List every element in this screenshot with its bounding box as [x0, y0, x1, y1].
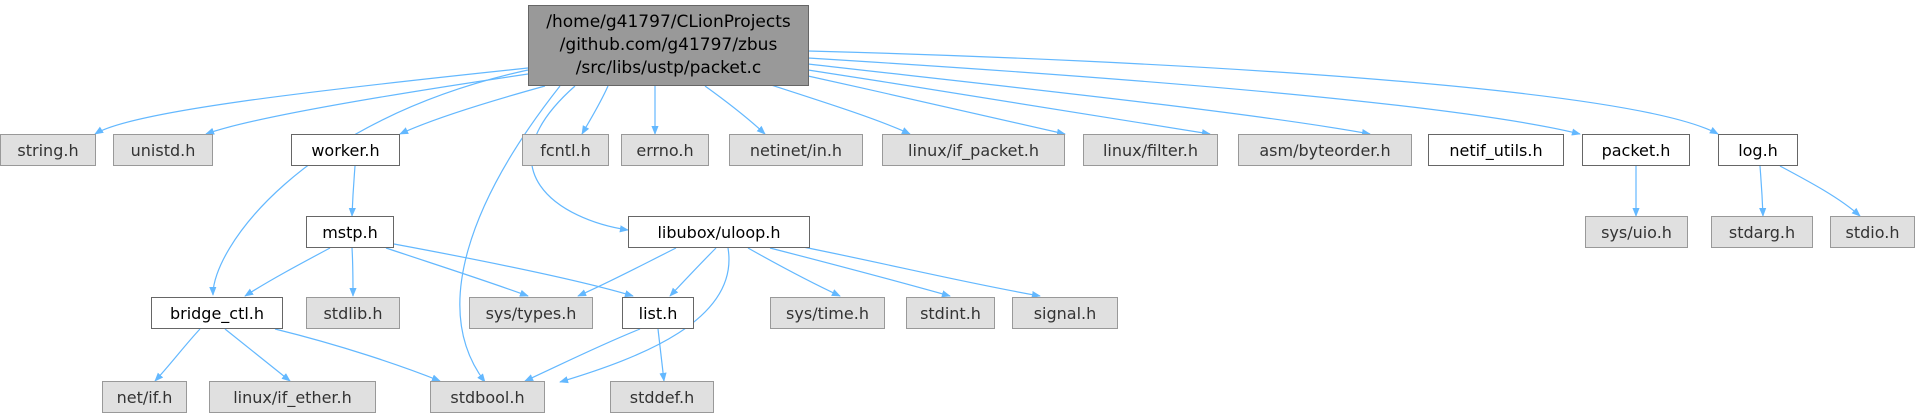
edge-packet-c-to-netif-utils-h	[807, 63, 1371, 137]
edge-packet-c-to-packet-h	[807, 57, 1581, 136]
edge-bridge-ctl-h-to-net-if-h	[154, 328, 201, 382]
edge-packet-c-to-stdbool-h	[459, 85, 561, 383]
edge-log-h-to-stdarg-h	[1759, 165, 1767, 217]
node-packet-h[interactable]: packet.h	[1582, 134, 1690, 166]
node-stdlib-h: stdlib.h	[306, 297, 400, 329]
edge-mstp-h-to-sys-types-h	[385, 247, 529, 297]
node-bridge-ctl-h[interactable]: bridge_ctl.h	[151, 297, 283, 329]
edge-uloop-h-to-signal-h	[787, 243, 1041, 299]
node-signal-h: signal.h	[1012, 297, 1118, 329]
edge-packet-c-to-netinet-in-h	[704, 85, 766, 135]
node-libubox-uloop-h[interactable]: libubox/uloop.h	[628, 216, 810, 248]
edge-packet-c-to-asm-byteorder-h	[807, 69, 1211, 137]
node-stdbool-h: stdbool.h	[430, 381, 545, 413]
node-list-h[interactable]: list.h	[622, 297, 694, 329]
node-net-if-h: net/if.h	[102, 381, 187, 413]
node-stdio-h: stdio.h	[1830, 216, 1915, 248]
edge-list-h-to-stddef-h	[657, 328, 667, 382]
edge-mstp-h-to-list-h	[393, 243, 634, 298]
edge-uloop-h-to-list-h	[669, 247, 717, 297]
node-asm-byteorder-h: asm/byteorder.h	[1238, 134, 1412, 166]
node-netinet-in-h: netinet/in.h	[729, 134, 863, 166]
edge-mstp-h-to-stdlib-h	[349, 247, 357, 297]
edge-packet-c-to-worker-h	[399, 85, 546, 135]
edge-uloop-h-to-sys-time-h	[747, 247, 841, 297]
node-errno-h: errno.h	[621, 134, 709, 166]
node-fcntl-h: fcntl.h	[522, 134, 609, 166]
edge-uloop-h-to-sys-types-h	[577, 247, 677, 297]
edge-bridge-ctl-h-to-stdbool-h	[274, 328, 441, 382]
edge-list-h-to-stdbool-h	[524, 328, 641, 382]
node-string-h: string.h	[0, 134, 96, 166]
node-netif-utils-h[interactable]: netif_utils.h	[1428, 134, 1564, 166]
root-line-1: /home/g41797/CLionProjects	[546, 12, 791, 32]
edge-packet-c-to-bridge-ctl-h	[209, 69, 529, 296]
node-log-h[interactable]: log.h	[1718, 134, 1798, 166]
edge-packet-c-to-linux-if-packet-h	[767, 83, 911, 135]
node-stddef-h: stddef.h	[610, 381, 714, 413]
node-linux-filter-h: linux/filter.h	[1083, 134, 1218, 166]
node-unistd-h: unistd.h	[113, 134, 213, 166]
edge-packet-c-to-unistd-h	[205, 73, 529, 135]
edge-packet-c-to-libubox-uloop-h	[530, 85, 629, 233]
node-sys-types-h: sys/types.h	[469, 297, 593, 329]
edge-log-h-to-stdio-h	[1779, 165, 1861, 217]
edge-packet-c-to-fcntl-h	[581, 85, 609, 135]
edge-packet-c-to-log-h	[807, 50, 1719, 135]
edge-mstp-h-to-bridge-ctl-h	[244, 247, 331, 297]
node-mstp-h[interactable]: mstp.h	[306, 216, 394, 248]
edge-packet-c-to-string-h	[94, 67, 529, 135]
node-linux-if-packet-h: linux/if_packet.h	[882, 134, 1065, 166]
node-linux-if-ether-h: linux/if_ether.h	[209, 381, 376, 413]
node-sys-time-h: sys/time.h	[770, 297, 885, 329]
node-stdarg-h: stdarg.h	[1711, 216, 1813, 248]
edge-uloop-h-to-stdbool-h	[559, 247, 730, 384]
edge-worker-h-to-mstp-h	[348, 165, 356, 217]
root-node-packet-c[interactable]: /home/g41797/CLionProjects /github.com/g…	[528, 5, 809, 86]
node-stdint-h: stdint.h	[906, 297, 995, 329]
edge-bridge-ctl-h-to-linux-if-ether-h	[224, 328, 291, 382]
root-line-2: /github.com/g41797/zbus	[559, 35, 778, 55]
root-line-3: /src/libs/ustp/packet.c	[575, 58, 762, 78]
node-worker-h[interactable]: worker.h	[291, 134, 400, 166]
node-sys-uio-h: sys/uio.h	[1585, 216, 1688, 248]
edge-packet-c-to-linux-filter-h	[807, 75, 1066, 136]
edge-uloop-h-to-stdint-h	[769, 247, 951, 298]
